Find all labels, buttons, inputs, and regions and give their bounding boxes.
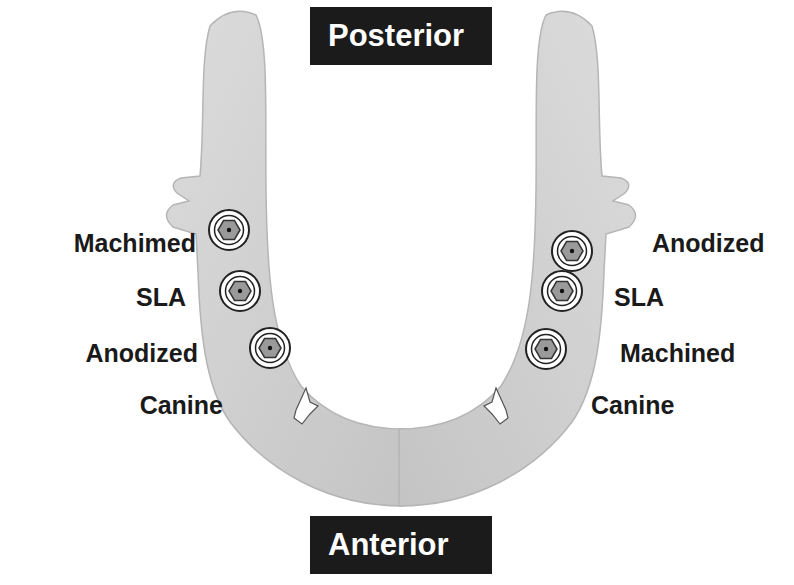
region-box: Anterior <box>310 516 492 574</box>
implant-label: SLA <box>614 282 664 312</box>
mandible-left <box>167 11 404 506</box>
canine-tooth <box>294 388 318 424</box>
region-label: Posterior <box>328 16 474 56</box>
implant-symbol <box>542 271 582 311</box>
implant-symbol <box>209 210 249 250</box>
mandible-right <box>399 11 636 506</box>
region-box: Posterior <box>310 7 492 65</box>
implant-label: Anodized <box>652 228 765 258</box>
implant-symbol <box>250 328 290 368</box>
implant-label: Machimed <box>74 228 196 258</box>
canine-tooth <box>484 388 508 424</box>
implant-symbol <box>526 329 566 369</box>
implant-label: Canine <box>140 390 223 420</box>
implant-label: Canine <box>591 390 674 420</box>
implant-symbol <box>220 271 260 311</box>
implant-symbol <box>552 231 592 271</box>
region-label: Anterior <box>328 525 474 565</box>
implant-label: SLA <box>136 282 186 312</box>
implant-label: Anodized <box>86 338 199 368</box>
implant-label: Machined <box>620 338 735 368</box>
